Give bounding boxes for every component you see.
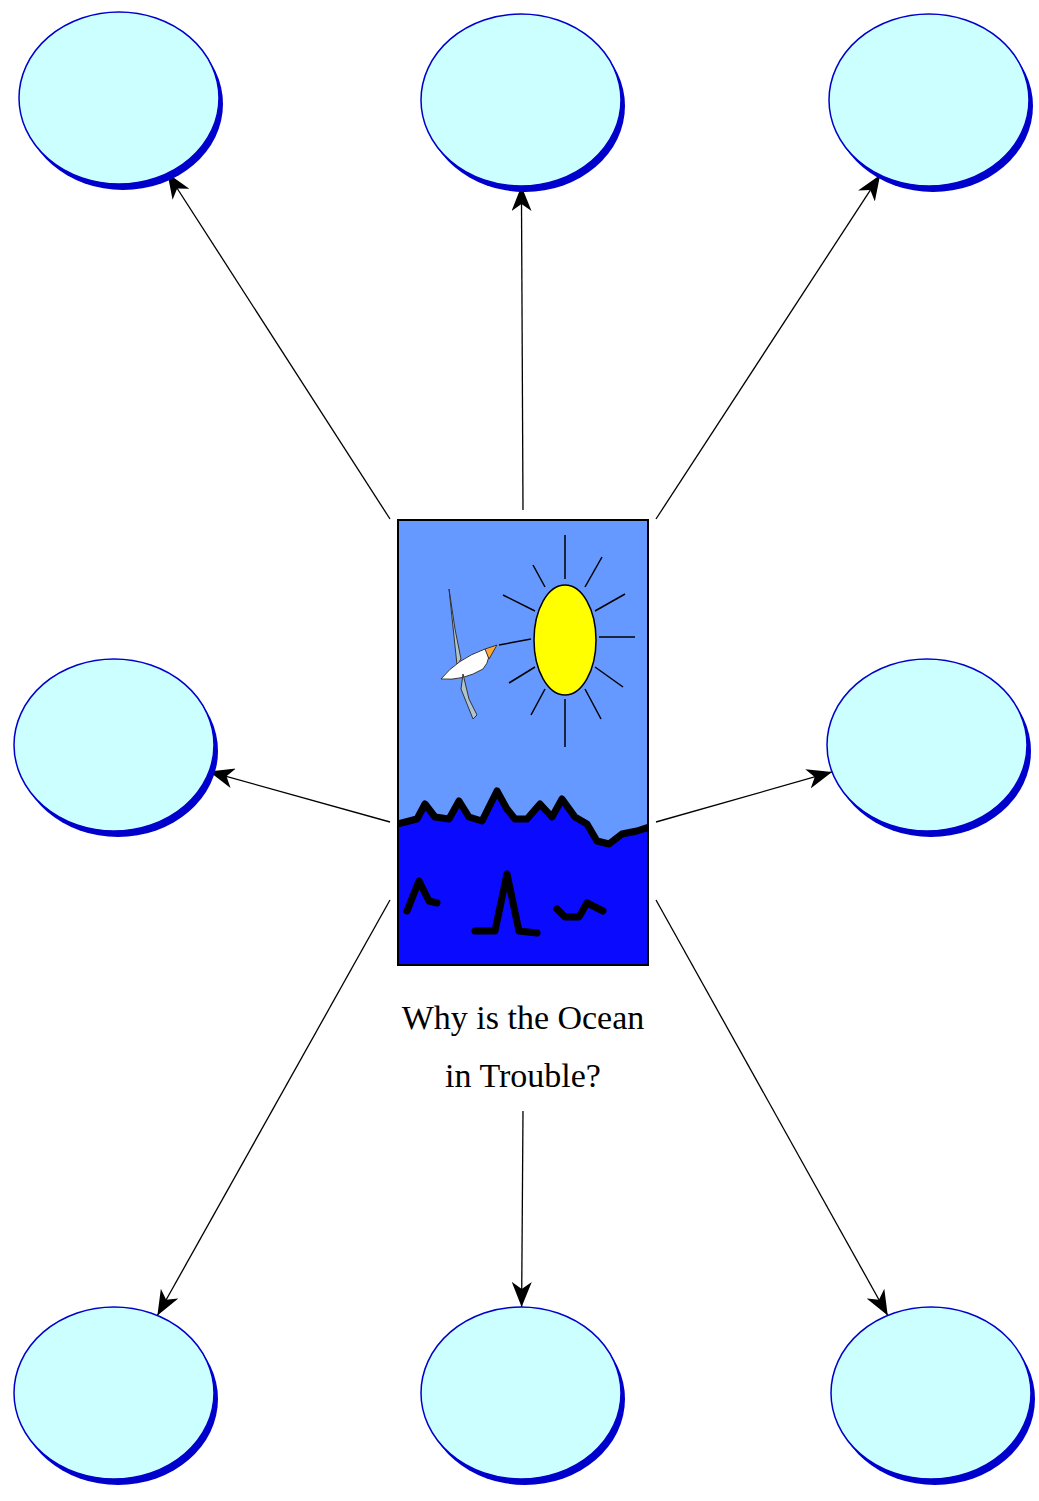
arrow-connector <box>656 900 888 1315</box>
topic-ellipse <box>13 1305 223 1491</box>
ellipse-outline <box>13 657 223 843</box>
arrow-connector <box>167 173 390 519</box>
ellipse-outline <box>420 1305 630 1491</box>
ellipse-outline <box>420 12 630 198</box>
seagull <box>441 589 497 719</box>
sun-rays <box>499 535 635 747</box>
sea <box>397 791 649 966</box>
topic-ellipse <box>420 1305 630 1491</box>
ellipse-outline <box>13 1305 223 1491</box>
wave-mark <box>475 874 537 933</box>
arrow-connector <box>522 1111 523 1307</box>
sun <box>534 585 596 695</box>
central-picture-box: Why is the Ocean in Trouble? <box>397 519 649 1105</box>
picture-border <box>398 520 648 965</box>
topic-ellipse <box>826 657 1036 843</box>
wave-mark <box>407 881 437 911</box>
ellipse-outline <box>826 657 1036 843</box>
arrow-connector <box>656 175 880 519</box>
arrow-connector <box>521 186 523 510</box>
arrow-connector <box>157 900 390 1316</box>
arrow-connector <box>656 772 832 822</box>
topic-ellipse <box>18 10 228 196</box>
sky <box>397 519 649 966</box>
topic-ellipse <box>420 12 630 198</box>
arrow-connector <box>209 772 390 822</box>
wave-mark <box>557 903 603 917</box>
wave-line <box>397 791 649 844</box>
ocean-illustration <box>397 519 649 966</box>
ellipse-outline <box>830 1305 1039 1491</box>
caption-text: Why is the Ocean in Trouble? <box>397 989 649 1105</box>
ellipse-outline <box>18 10 228 196</box>
ellipse-outline <box>828 12 1038 198</box>
topic-ellipse <box>13 657 223 843</box>
topic-ellipse <box>828 12 1038 198</box>
topic-ellipse <box>830 1305 1039 1491</box>
